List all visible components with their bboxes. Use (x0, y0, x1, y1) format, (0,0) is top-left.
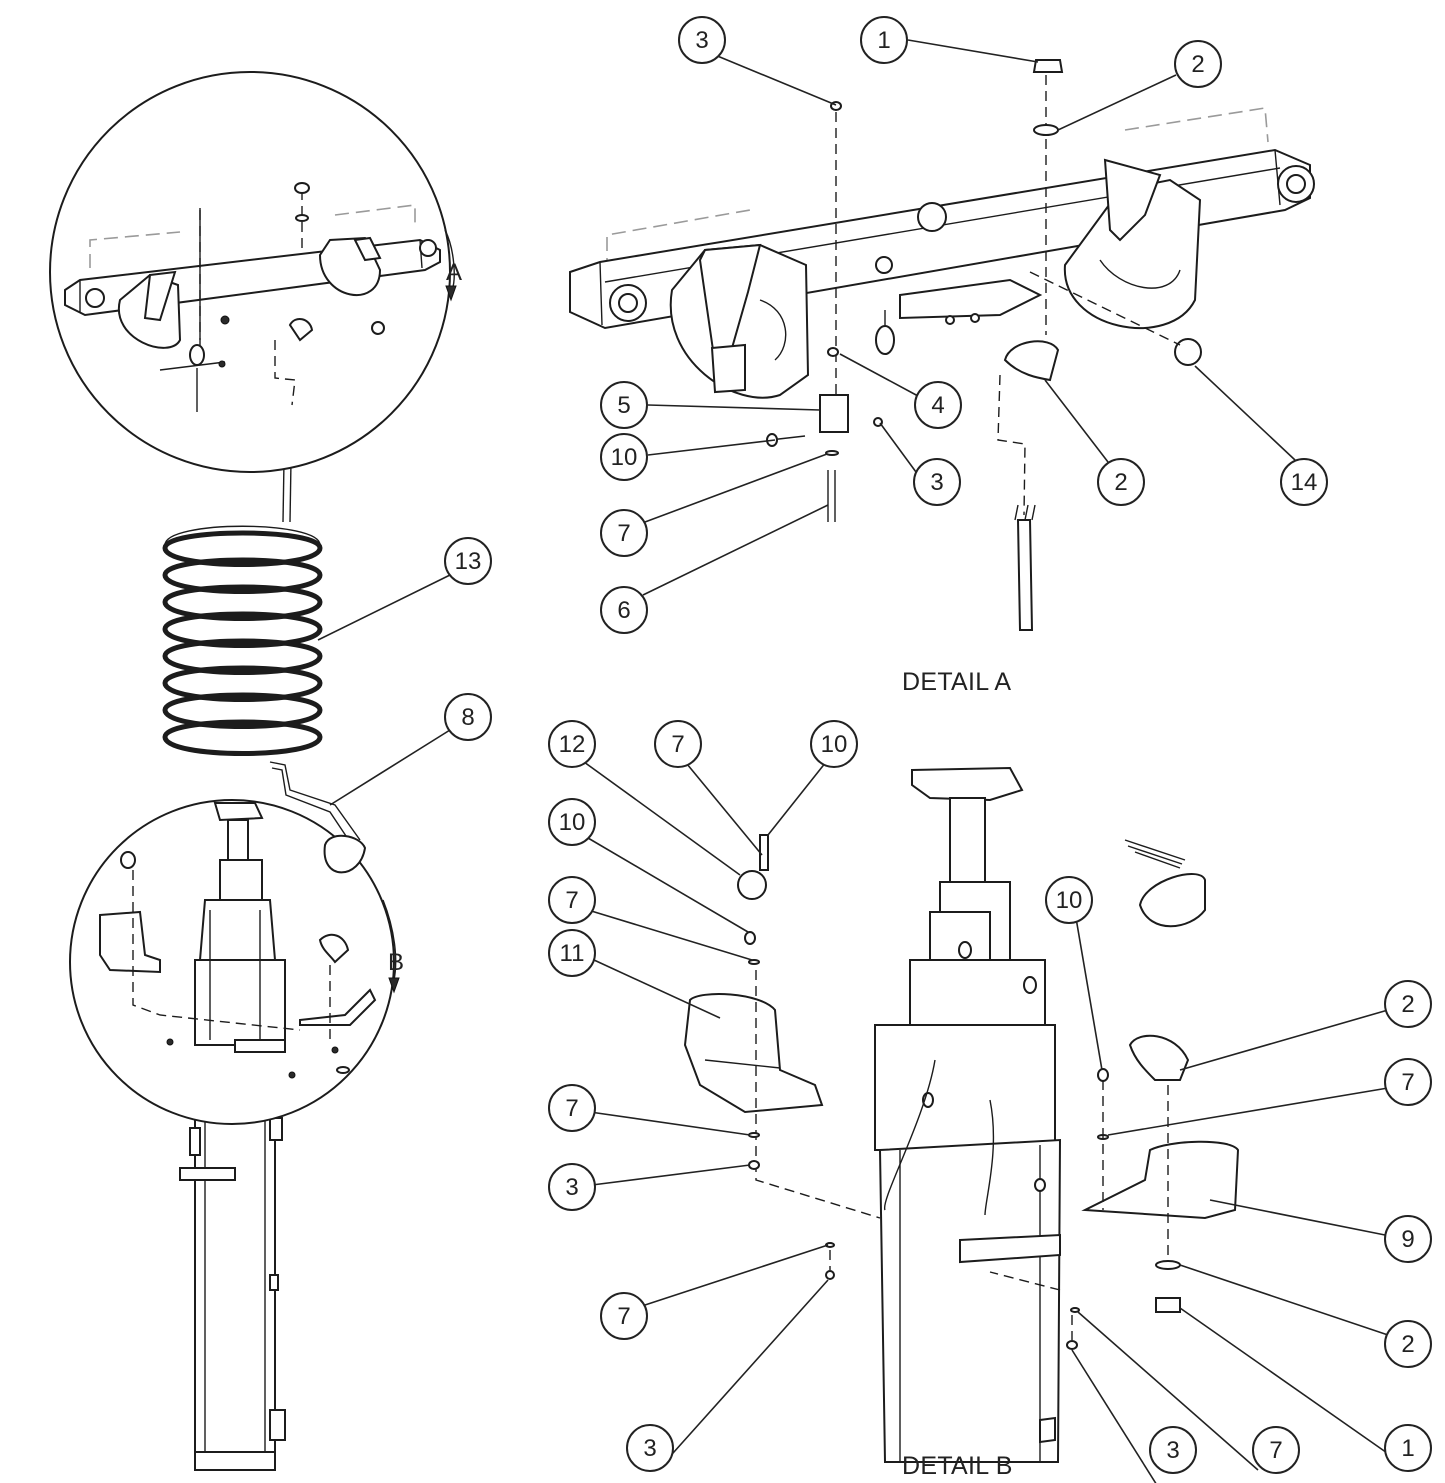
callout-number: 3 (1166, 1437, 1179, 1464)
callout-number: 2 (1401, 1331, 1414, 1358)
callout-balloon: 7 (654, 720, 702, 768)
callout-balloon: 14 (1280, 458, 1328, 506)
callout-balloon: 5 (600, 381, 648, 429)
callout-balloon: 8 (444, 693, 492, 741)
callout-number: 10 (1056, 887, 1083, 914)
callout-number: 7 (565, 1095, 578, 1122)
callout-balloon: 2 (1384, 1320, 1432, 1368)
callout-number: 9 (1401, 1226, 1414, 1253)
callout-number: 10 (611, 444, 638, 471)
callout-balloon: 9 (1384, 1215, 1432, 1263)
callout-balloon: 11 (548, 929, 596, 977)
detail-a-caption: DETAIL A (902, 668, 1012, 696)
callout-number: 13 (455, 548, 482, 575)
callout-number: 2 (1191, 51, 1204, 78)
callout-balloon: 3 (548, 1163, 596, 1211)
callout-number: 8 (461, 704, 474, 731)
detail-b-thumbnail (99, 802, 377, 1079)
callout-balloon: 10 (600, 433, 648, 481)
callout-balloon: 4 (914, 381, 962, 429)
callout-number: 2 (1401, 991, 1414, 1018)
callout-balloon: 3 (626, 1424, 674, 1472)
callout-number: 1 (1401, 1435, 1414, 1462)
detail-a-marker: A (446, 259, 462, 286)
coiled-cable (162, 399, 367, 874)
callout-number: 3 (565, 1174, 578, 1201)
callout-number: 10 (559, 809, 586, 836)
callout-balloon: 2 (1174, 40, 1222, 88)
callout-balloon: 7 (1384, 1058, 1432, 1106)
callout-number: 10 (821, 731, 848, 758)
callout-number: 7 (565, 887, 578, 914)
callout-balloon: 3 (678, 16, 726, 64)
detail-a-thumbnail (64, 182, 441, 412)
callout-balloons: 3 1 2 4 5 10 3 2 14 7 6 13 8 12 7 10 10 … (444, 16, 1432, 1474)
callout-number: 1 (877, 27, 890, 54)
detail-b-assembly (683, 766, 1240, 1463)
callout-number: 2 (1114, 469, 1127, 496)
callout-balloon: 7 (600, 1292, 648, 1340)
callout-number: 7 (617, 520, 630, 547)
callout-balloon: 7 (1252, 1426, 1300, 1474)
callout-balloon: 7 (548, 1084, 596, 1132)
callout-number: 3 (695, 27, 708, 54)
callout-balloon: 1 (860, 16, 908, 64)
callout-number: 3 (643, 1435, 656, 1462)
callout-balloon: 13 (444, 537, 492, 585)
callout-balloon: 7 (600, 509, 648, 557)
mast-overview (49, 71, 457, 1471)
callout-number: 3 (930, 469, 943, 496)
callout-balloon: 12 (548, 720, 596, 768)
detail-a-assembly (569, 59, 1315, 631)
callout-number: 12 (559, 731, 586, 758)
callout-number: 7 (617, 1303, 630, 1330)
callout-balloon: 2 (1097, 458, 1145, 506)
callout-number: 7 (1401, 1069, 1414, 1096)
callout-balloon: 10 (810, 720, 858, 768)
callout-number: 7 (671, 731, 684, 758)
callout-number: 6 (617, 597, 630, 624)
callout-balloon: 10 (1045, 876, 1093, 924)
callout-balloon: 6 (600, 586, 648, 634)
callout-balloon: 10 (548, 798, 596, 846)
callout-balloon: 3 (913, 458, 961, 506)
callout-balloon: 3 (1149, 1426, 1197, 1474)
callout-balloon: 1 (1384, 1424, 1432, 1472)
callout-number: 7 (1269, 1437, 1282, 1464)
leader-lines (317, 39, 1391, 1483)
callout-number: 5 (617, 392, 630, 419)
callout-balloon: 2 (1384, 980, 1432, 1028)
callout-balloon: 7 (548, 876, 596, 924)
callout-number: 14 (1291, 469, 1318, 496)
callout-number: 4 (931, 392, 944, 419)
callout-number: 11 (560, 940, 585, 967)
detail-b-caption: DETAIL B (902, 1452, 1013, 1480)
detail-b-marker: B (388, 949, 404, 976)
